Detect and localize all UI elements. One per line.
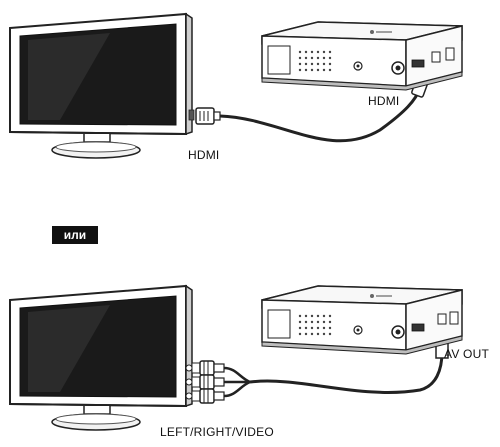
set-top-box-top <box>261 21 463 91</box>
or-badge: или <box>52 226 98 244</box>
hdmi-box-label: HDMI <box>368 94 400 108</box>
set-top-box-bottom <box>261 285 463 355</box>
left-right-video-label: LEFT/RIGHT/VIDEO <box>160 425 274 439</box>
tv-bottom <box>9 284 193 431</box>
rca-plugs-icon <box>191 360 225 404</box>
tv-top <box>9 12 195 159</box>
av-cable <box>223 351 444 398</box>
hdmi-plug-tv-icon <box>195 107 221 125</box>
hdmi-tv-label: HDMI <box>188 148 220 162</box>
av-out-label: AV OUT <box>444 347 489 361</box>
hdmi-cable <box>219 87 422 143</box>
